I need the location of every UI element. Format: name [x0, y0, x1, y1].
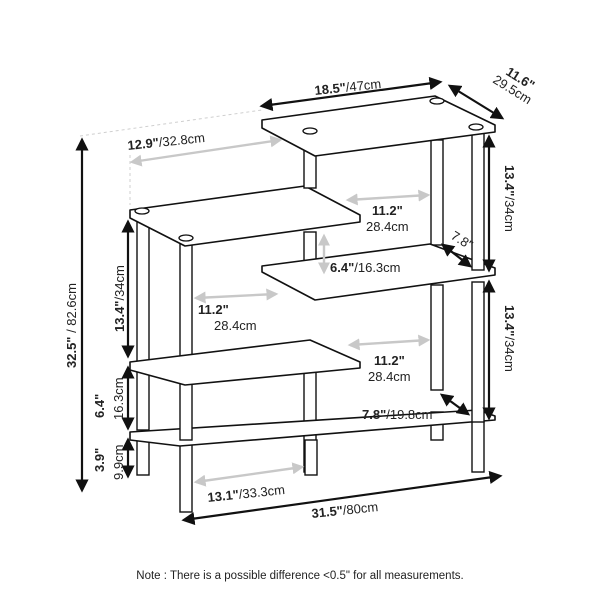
lower-depth-arrow: [439, 393, 471, 416]
mid-gap-in-label: 11.2": [198, 302, 229, 317]
lower-depth-label: 7.8"/19.8cm: [362, 407, 433, 422]
top-width-arrow: [259, 76, 443, 112]
measurement-note: Note : There is a possible difference <0…: [136, 570, 464, 582]
total-width-arrow: [181, 470, 503, 526]
lower-gap-arrow: [347, 334, 431, 351]
right-upper-height-label: 13.4"/34cm: [502, 165, 517, 232]
total-width-label: 31.5"/80cm: [311, 499, 379, 521]
top-depth-arrow: [447, 84, 505, 120]
left-upper-height-label: 13.4"/34cm: [112, 265, 127, 332]
lower-gap-in-label: 11.2": [374, 353, 405, 368]
left-mid-height-cm-label: 16.3cm: [111, 377, 126, 420]
total-height-label: 32.5" / 82.6cm: [64, 283, 79, 368]
upper-gap-in-label: 11.2": [372, 203, 403, 218]
base-inner-label: 13.1"/33.3cm: [207, 482, 286, 505]
mid-gap-arrow: [193, 288, 279, 304]
top-offset-label: 12.9"/32.8cm: [127, 130, 206, 153]
base-inner-arrow: [193, 462, 305, 487]
base-height-in-label: 3.9": [92, 448, 107, 472]
top-width-label: 18.5"/47cm: [314, 76, 382, 98]
lower-shelf: [129, 214, 361, 441]
upper-gap-cm-label: 28.4cm: [366, 219, 409, 234]
top-offset-arrow: [129, 135, 283, 167]
lower-gap-cm-label: 28.4cm: [368, 369, 411, 384]
mid-drop-label: 6.4"/16.3cm: [330, 260, 401, 275]
upper-left-shelf: [129, 139, 361, 247]
guide-line: [79, 109, 263, 137]
left-mid-height-in-label: 6.4": [92, 394, 107, 418]
base-height-cm-label: 9.9cm: [111, 445, 126, 480]
upper-gap-arrow: [345, 189, 431, 206]
post-depth-upper-arrow: [440, 243, 473, 268]
right-lower-height-label: 13.4"/34cm: [502, 305, 517, 372]
mid-shelf: [261, 231, 496, 423]
mid-gap-cm-label: 28.4cm: [214, 318, 257, 333]
